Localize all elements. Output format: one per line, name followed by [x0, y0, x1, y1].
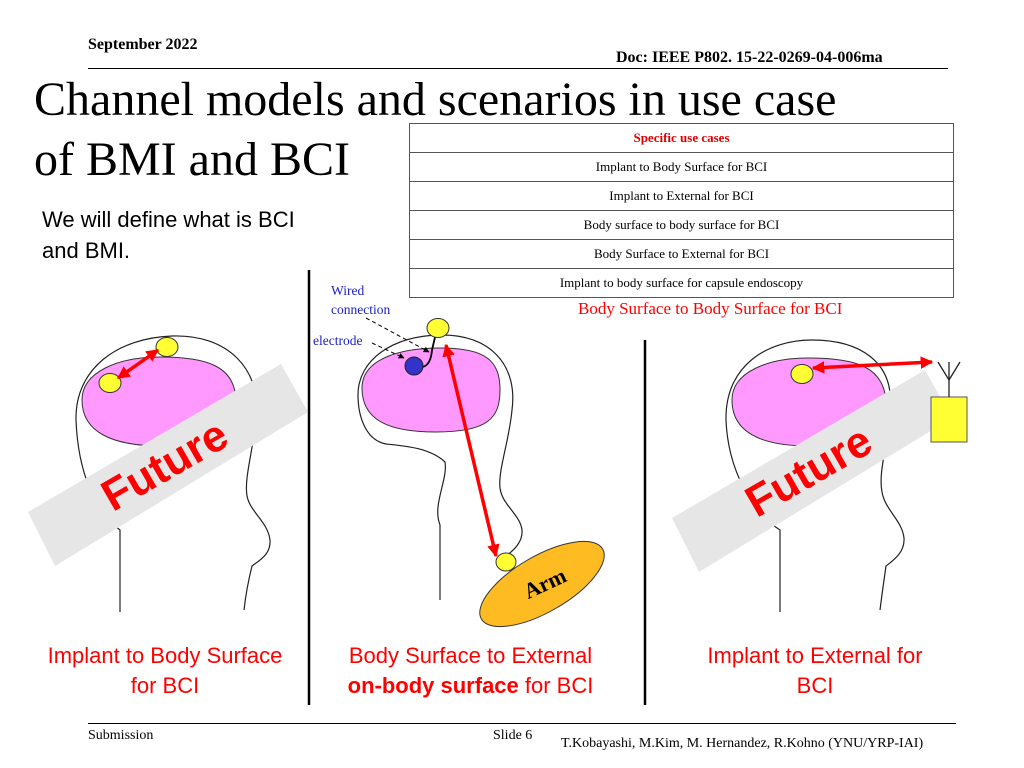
electrode-icon: [404, 356, 424, 376]
brain-middle: [361, 347, 501, 433]
surface-node-arm: [495, 552, 517, 572]
surface-node-left: [98, 373, 122, 393]
footer-divider: [88, 723, 956, 724]
panel-caption-left: Implant to Body Surface for BCI: [20, 641, 310, 701]
caption-right-line1: Implant to External for: [707, 643, 923, 668]
footer-submission: Submission: [88, 728, 154, 743]
middle-panel: Arm: [357, 317, 605, 628]
panel-caption-right: Implant to External for BCI: [660, 641, 970, 701]
right-panel: Future: [672, 339, 968, 612]
arm: [479, 540, 605, 628]
caption-middle-emphasis: on-body surface: [347, 673, 519, 698]
slide-title-line2: of BMI and BCI: [34, 133, 350, 186]
implant-node-left: [155, 337, 179, 357]
footer-authors: T.Kobayashi, M.Kim, M. Hernandez, R.Kohn…: [561, 736, 924, 751]
header-doc-id: Doc: IEEE P802. 15-22-0269-04-006ma: [616, 49, 883, 66]
caption-left-line2: for BCI: [130, 673, 200, 698]
implant-node-right: [790, 364, 814, 384]
caption-middle-line1: Body Surface to External: [348, 643, 593, 668]
caption-middle-line2: on-body surface for BCI: [318, 671, 623, 701]
label-wired-line2: connection: [331, 302, 391, 317]
watermark-band-right: [672, 370, 952, 572]
label-wired-connection: Wired connection: [331, 281, 390, 319]
caption-body-surface: Body Surface to Body Surface for BCI: [578, 299, 843, 318]
link-arrow-middle: [442, 343, 500, 558]
table-cell: Body surface to body surface for BCI: [409, 210, 954, 240]
wired-pointer: [365, 317, 430, 353]
table-row: Body Surface to External for BCI: [409, 239, 954, 269]
table-row: Implant to body surface for capsule endo…: [409, 268, 954, 298]
link-arrow-right: [811, 356, 934, 374]
left-panel: Future: [28, 335, 308, 612]
link-arrow-left: [116, 348, 160, 380]
title-divider: [88, 68, 948, 69]
table-row: Body surface to body surface for BCI: [409, 210, 954, 240]
use-case-table: Specific use cases Implant to Body Surfa…: [409, 123, 954, 298]
intro-text: We will define what is BCI and BMI.: [42, 207, 295, 263]
footer-slide-number: Slide 6: [493, 728, 533, 743]
table-cell: Implant to body surface for capsule endo…: [409, 268, 954, 298]
surface-node-head: [426, 318, 450, 338]
table-cell: Implant to External for BCI: [409, 181, 954, 211]
watermark-band-left: [28, 364, 308, 566]
antenna-icon: [937, 361, 961, 382]
table-cell: Body Surface to External for BCI: [409, 239, 954, 269]
caption-left-line1: Implant to Body Surface: [47, 643, 283, 668]
caption-middle-rest: for BCI: [518, 673, 594, 698]
label-electrode: electrode: [313, 333, 363, 348]
table-row: Implant to External for BCI: [409, 181, 954, 211]
panel-caption-middle: Body Surface to External on-body surface…: [318, 641, 623, 701]
header-date: September 2022: [88, 36, 198, 53]
caption-right-line2: BCI: [796, 673, 834, 698]
label-wired-line1: Wired: [331, 283, 365, 298]
electrode-pointer: [371, 342, 405, 359]
external-device: [930, 396, 968, 443]
table-cell: Implant to Body Surface for BCI: [409, 152, 954, 182]
slide-title-line1: Channel models and scenarios in use case: [34, 73, 837, 126]
table-row: Implant to Body Surface for BCI: [409, 152, 954, 182]
